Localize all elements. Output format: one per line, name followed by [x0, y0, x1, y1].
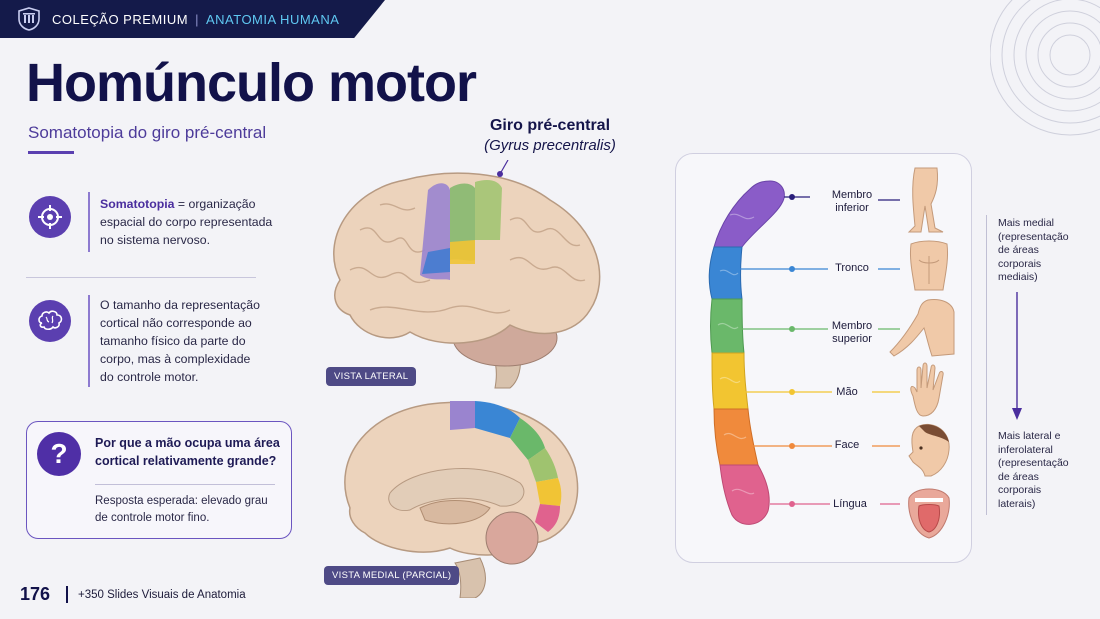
somatotopia-definition: Somatotopia = organização espacial do co… [100, 197, 273, 247]
label-tronco: Tronco [835, 262, 869, 274]
medial-brain-illustration [344, 401, 579, 598]
question-divider [95, 484, 275, 485]
label-mao: Mão [836, 386, 858, 398]
decorative-rings [990, 0, 1100, 136]
page-number: 176 [20, 584, 51, 604]
gyrus-title: Giro pré-central [489, 117, 611, 134]
somatotopic-strip [708, 180, 810, 525]
target-icon [29, 196, 71, 238]
lateral-brain-illustration [333, 160, 601, 389]
representation-note: O tamanho da representação cortical não … [100, 298, 260, 384]
brain-icon [29, 300, 71, 342]
header-separator: | [195, 11, 199, 27]
page-title: Homúnculo motor [26, 53, 477, 113]
header-banner: COLEÇÃO PREMIUM | ANATOMIA HUMANA [0, 0, 385, 38]
tongue-icon [908, 488, 950, 539]
shield-icon [18, 7, 40, 31]
question-answer: Resposta esperada: elevado grau de contr… [95, 495, 268, 524]
somatotopia-term: Somatotopia [100, 197, 175, 211]
question-text: Por que a mão ocupa uma área cortical re… [95, 436, 280, 468]
label-lingua: Língua [833, 498, 867, 510]
note-guide [986, 215, 988, 515]
medial-note: Mais medial (representação de áreas corp… [998, 217, 1069, 283]
header-topic: ANATOMIA HUMANA [205, 11, 340, 27]
face-icon [908, 424, 950, 477]
leg-icon [907, 167, 944, 233]
lateral-note: Mais lateral e inferolateral (representa… [998, 430, 1069, 510]
arm-icon [889, 299, 955, 357]
divider [26, 277, 256, 278]
header-brand: COLEÇÃO PREMIUM [52, 11, 189, 27]
medial-view-badge: VISTA MEDIAL (PARCIAL) [324, 566, 460, 585]
gyrus-latin: (Gyrus precentralis) [484, 137, 616, 154]
footer-text: +350 Slides Visuais de Anatomia [78, 589, 246, 601]
question-box [26, 421, 292, 539]
strip-connectors [740, 199, 900, 507]
hand-icon [910, 362, 944, 417]
footer-separator [66, 586, 68, 603]
info-bar [88, 192, 90, 252]
arrow-down-icon [1012, 292, 1022, 420]
question-icon: ? [37, 432, 81, 476]
info-bar [88, 295, 90, 387]
subtitle-rule [28, 151, 74, 154]
page-subtitle: Somatotopia do giro pré-central [28, 123, 267, 142]
label-face: Face [834, 439, 860, 451]
torso-icon [910, 240, 948, 291]
lateral-view-badge: VISTA LATERAL [326, 367, 417, 386]
